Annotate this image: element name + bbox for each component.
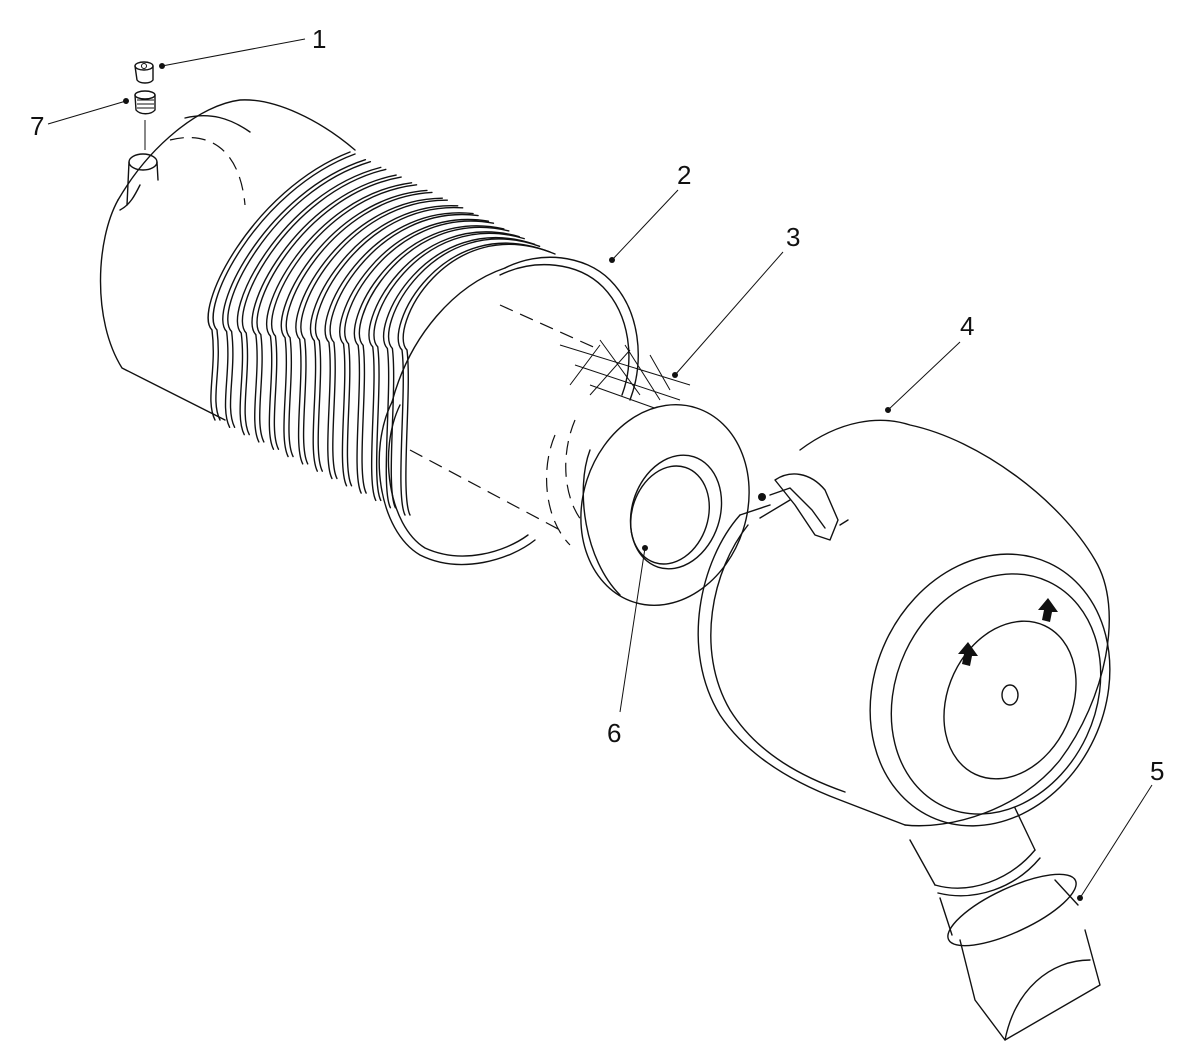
hose-rib [265, 182, 413, 450]
hose-rib [236, 166, 382, 436]
callout-5: 5 [1150, 756, 1164, 786]
hose-rib [241, 168, 387, 436]
hose-rib [373, 232, 525, 502]
hose-rib [309, 205, 459, 472]
hose-rib [397, 242, 551, 516]
callout-4: 4 [960, 311, 974, 341]
hose-rib [382, 237, 536, 509]
callout-6: 6 [607, 718, 621, 748]
callout-1: 1 [312, 24, 326, 54]
hose-rib [207, 151, 351, 421]
fitting-nut [134, 90, 156, 150]
filter-cover [697, 419, 1111, 827]
hose-rib [387, 238, 541, 509]
hose-rib [251, 174, 397, 443]
air-cleaner-housing [99, 99, 356, 421]
hose-rib [353, 225, 505, 494]
hose-rib [329, 213, 479, 480]
hose-rib [300, 199, 449, 465]
hose-rib [402, 243, 556, 516]
hose-rib [222, 158, 367, 429]
hose-rib [256, 176, 402, 443]
filter-element [409, 304, 750, 606]
hose-rib [280, 189, 428, 458]
hose-rib [344, 220, 495, 487]
hose-rib [368, 231, 520, 502]
callout-2: 2 [677, 160, 691, 190]
hose-rib [295, 197, 444, 465]
hose-rib [270, 184, 418, 450]
callout-7: 7 [30, 111, 44, 141]
vacuator-cap [134, 61, 154, 84]
hose-rib [314, 207, 464, 472]
hose-clamp-ring [378, 256, 639, 566]
dust-valve [909, 807, 1101, 1041]
callout-3: 3 [786, 222, 800, 252]
hose-rib [285, 191, 433, 458]
hose-rib [324, 212, 474, 480]
hose-rib [212, 153, 356, 421]
hose-rib [227, 160, 372, 429]
corrugated-hose [207, 151, 556, 516]
leader-lines [47, 38, 1153, 901]
hose-rib [339, 218, 490, 487]
hose-rib [358, 226, 510, 494]
